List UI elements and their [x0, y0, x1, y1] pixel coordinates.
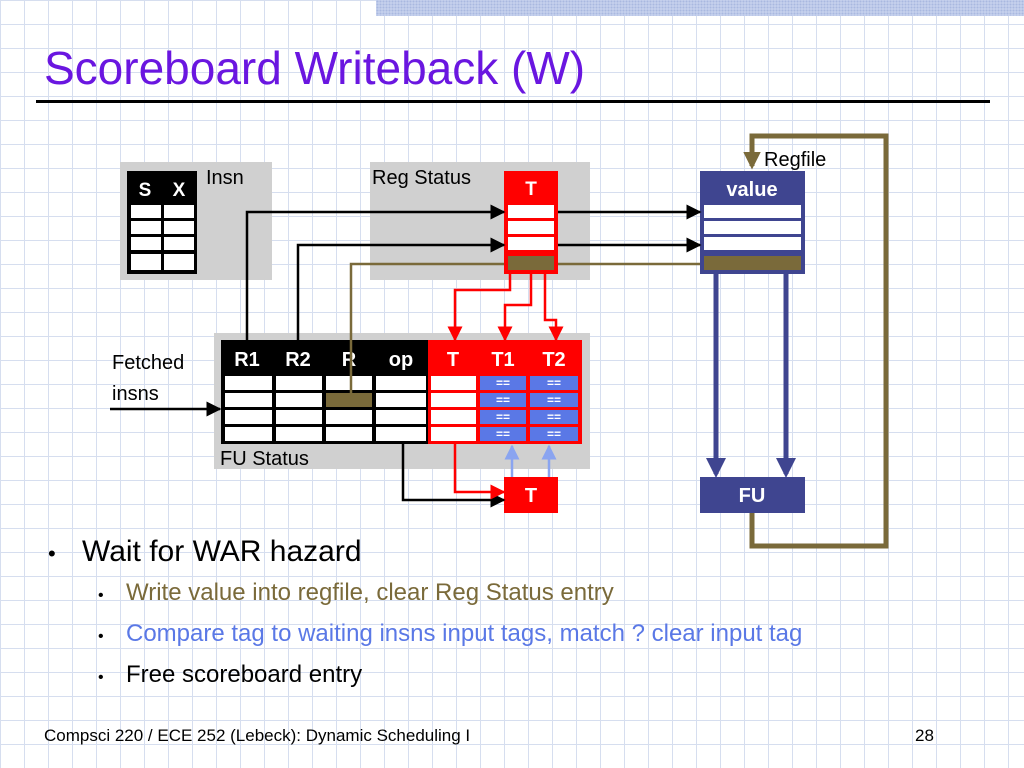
- bullet-sub-text: Free scoreboard entry: [126, 661, 363, 688]
- page-number: 28: [915, 726, 934, 745]
- fu-col-r: R: [342, 349, 357, 371]
- fu-col-t2: T2: [542, 349, 565, 371]
- slide-footer: Compsci 220 / ECE 252 (Lebeck): Dynamic …: [44, 726, 471, 745]
- bullet-main-text: Wait for WAR hazard: [82, 535, 362, 568]
- register-index-wires: [245, 204, 702, 508]
- fu-status-table: == == == == == == == == R1 R2 R op T T1 …: [221, 340, 582, 444]
- fetched-label-line1: Fetched: [112, 352, 184, 374]
- decorative-band: [376, 0, 1024, 16]
- regfile-label: Regfile: [764, 149, 826, 171]
- fu-box-label: FU: [739, 485, 766, 507]
- compare-op: ==: [547, 410, 561, 424]
- bullet-sub-3: • Free scoreboard entry: [48, 656, 802, 697]
- fu-col-r1: R1: [234, 349, 260, 371]
- bullet-dot: •: [98, 669, 104, 686]
- compare-op: ==: [496, 427, 510, 441]
- bullet-main: • Wait for WAR hazard: [48, 532, 802, 574]
- fu-box: [700, 477, 805, 513]
- reg-status-label: Reg Status: [372, 167, 471, 189]
- bullet-sub-text: Compare tag to waiting insns input tags,…: [126, 620, 803, 647]
- bullet-dot: •: [98, 587, 104, 604]
- regfile-col-value: value: [726, 179, 777, 201]
- t-box: [504, 477, 558, 513]
- bullet-dot: •: [48, 541, 56, 566]
- fu-col-r2: R2: [285, 349, 311, 371]
- bullet-list: • Wait for WAR hazard • Write value into…: [48, 532, 802, 697]
- t-box-label: T: [525, 485, 537, 507]
- tag-wires: [447, 274, 564, 500]
- fu-status-label: FU Status: [220, 448, 309, 470]
- compare-op: ==: [547, 427, 561, 441]
- insn-col-s: S: [139, 180, 152, 201]
- reg-status-table: T: [504, 171, 558, 274]
- compare-op: ==: [496, 393, 510, 407]
- result-loop-wire: [743, 133, 889, 549]
- fu-col-t: T: [447, 349, 459, 371]
- title-rule: [36, 100, 990, 103]
- fu-status-r-entry: [326, 393, 372, 407]
- insn-col-x: X: [173, 180, 186, 201]
- compare-op: ==: [547, 393, 561, 407]
- reg-status-cleared-entry: [508, 256, 554, 270]
- fu-col-op: op: [389, 349, 413, 371]
- bullet-sub-1: • Write value into regfile, clear Reg St…: [48, 574, 802, 615]
- bullet-sub-2: • Compare tag to waiting insns input tag…: [48, 615, 802, 656]
- regfile-written-entry: [704, 256, 801, 270]
- regfile-table: value: [700, 171, 805, 274]
- fetched-label-line2: insns: [112, 383, 159, 405]
- fu-col-t1: T1: [491, 349, 514, 371]
- insn-table: S X: [127, 171, 197, 274]
- compare-tag-arrows: [504, 444, 557, 477]
- compare-op: ==: [496, 376, 510, 390]
- bullet-dot: •: [98, 628, 104, 645]
- insn-label: Insn: [206, 167, 244, 189]
- bullet-sub-text: Write value into regfile, clear Reg Stat…: [126, 579, 614, 606]
- compare-op: ==: [547, 376, 561, 390]
- slide-title: Scoreboard Writeback (W): [44, 42, 586, 94]
- compare-op: ==: [496, 410, 510, 424]
- writeback-dest-wires: [349, 262, 700, 393]
- reg-status-col-t: T: [525, 179, 537, 200]
- operand-read-arrows: [706, 274, 796, 478]
